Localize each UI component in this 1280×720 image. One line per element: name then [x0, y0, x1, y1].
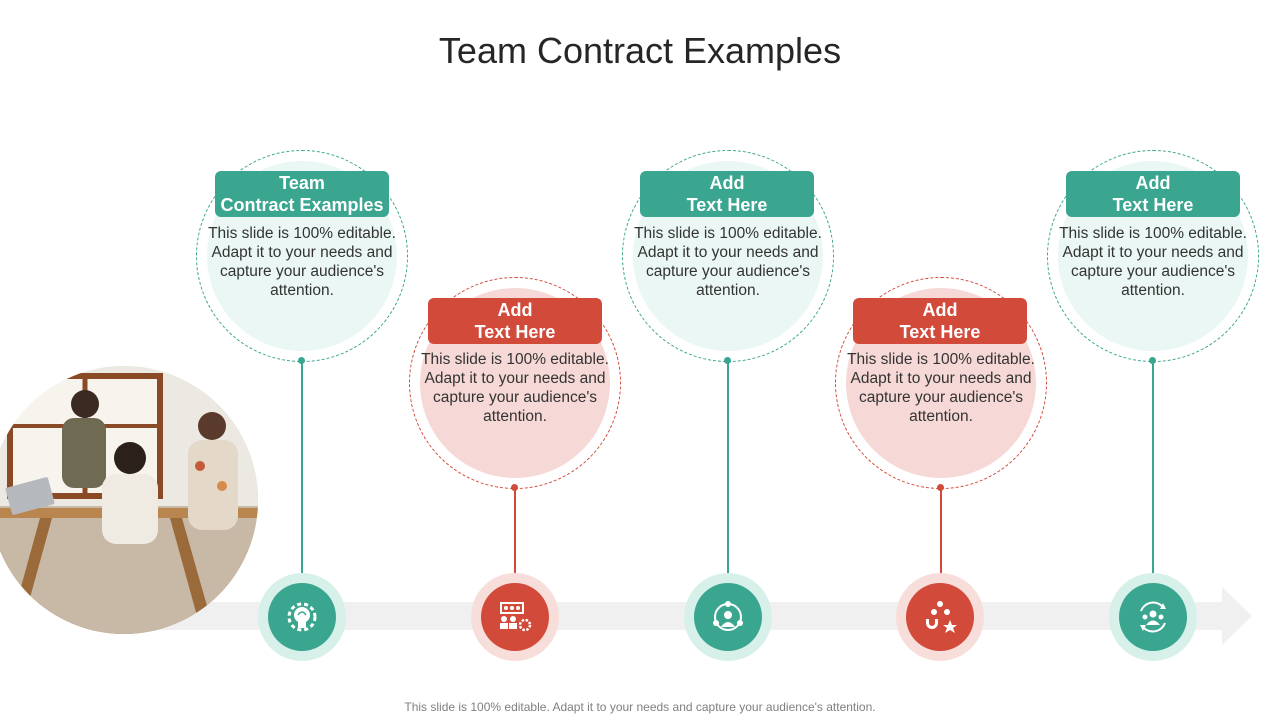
timeline-arrow-head: [1222, 587, 1252, 645]
step-3-connector-dot: [724, 357, 731, 364]
step-5-description: This slide is 100% editable. Adapt it to…: [1059, 225, 1247, 299]
brain-gear-icon: [287, 602, 317, 632]
step-4-connector-dot: [937, 484, 944, 491]
step-4-icon-ring: [896, 573, 984, 661]
step-2-label-line2: Text Here: [474, 322, 556, 342]
step-4-label-line1: Add: [922, 300, 958, 320]
step-5-label-line1: Add: [1135, 173, 1171, 193]
step-4-description: This slide is 100% editable. Adapt it to…: [847, 351, 1035, 425]
step-1-connector-dot: [298, 357, 305, 364]
step-1-label: Team Contract Examples: [215, 171, 389, 217]
step-2-icon-ring: [471, 573, 559, 661]
step-3-label-line2: Text Here: [686, 195, 768, 215]
step-2-label-line1: Add: [497, 300, 533, 320]
step-2-connector-line: [514, 488, 516, 574]
step-2-icon-core: [481, 583, 549, 651]
step-4-label-line2: Text Here: [899, 322, 981, 342]
step-5-label-line2: Text Here: [1112, 195, 1194, 215]
team-presentation-gear-icon: [500, 602, 532, 632]
step-3-description: This slide is 100% editable. Adapt it to…: [634, 225, 822, 299]
step-2-description: This slide is 100% editable. Adapt it to…: [421, 351, 609, 425]
step-3-label: Add Text Here: [640, 171, 814, 217]
step-5-connector-line: [1152, 361, 1154, 573]
step-5-connector-dot: [1149, 357, 1156, 364]
step-3-label-line1: Add: [709, 173, 745, 193]
slide-footer: This slide is 100% editable. Adapt it to…: [404, 700, 876, 714]
step-1-icon-ring: [258, 573, 346, 661]
team-meeting-photo: [0, 366, 258, 634]
team-cycle-icon: [1140, 601, 1166, 633]
step-5-label: Add Text Here: [1066, 171, 1240, 217]
step-3-connector-line: [727, 361, 729, 573]
step-4-icon-core: [906, 583, 974, 651]
step-2-connector-dot: [511, 484, 518, 491]
step-2-label: Add Text Here: [428, 298, 602, 344]
slide-title: Team Contract Examples: [438, 30, 842, 71]
step-1-label-line2: Contract Examples: [220, 195, 384, 215]
magnet-people-star-icon: [926, 601, 957, 633]
step-4-label: Add Text Here: [853, 298, 1027, 344]
step-5-icon-core: [1119, 583, 1187, 651]
step-1-connector-line: [301, 361, 303, 573]
step-5-icon-ring: [1109, 573, 1197, 661]
step-4-connector-line: [940, 488, 942, 574]
step-1-label-line1: Team: [279, 173, 325, 193]
step-3-icon-ring: [684, 573, 772, 661]
step-1-description: This slide is 100% editable. Adapt it to…: [208, 225, 396, 299]
team-network-icon: [713, 601, 743, 631]
step-3-icon-core: [694, 583, 762, 651]
step-1-icon-core: [268, 583, 336, 651]
